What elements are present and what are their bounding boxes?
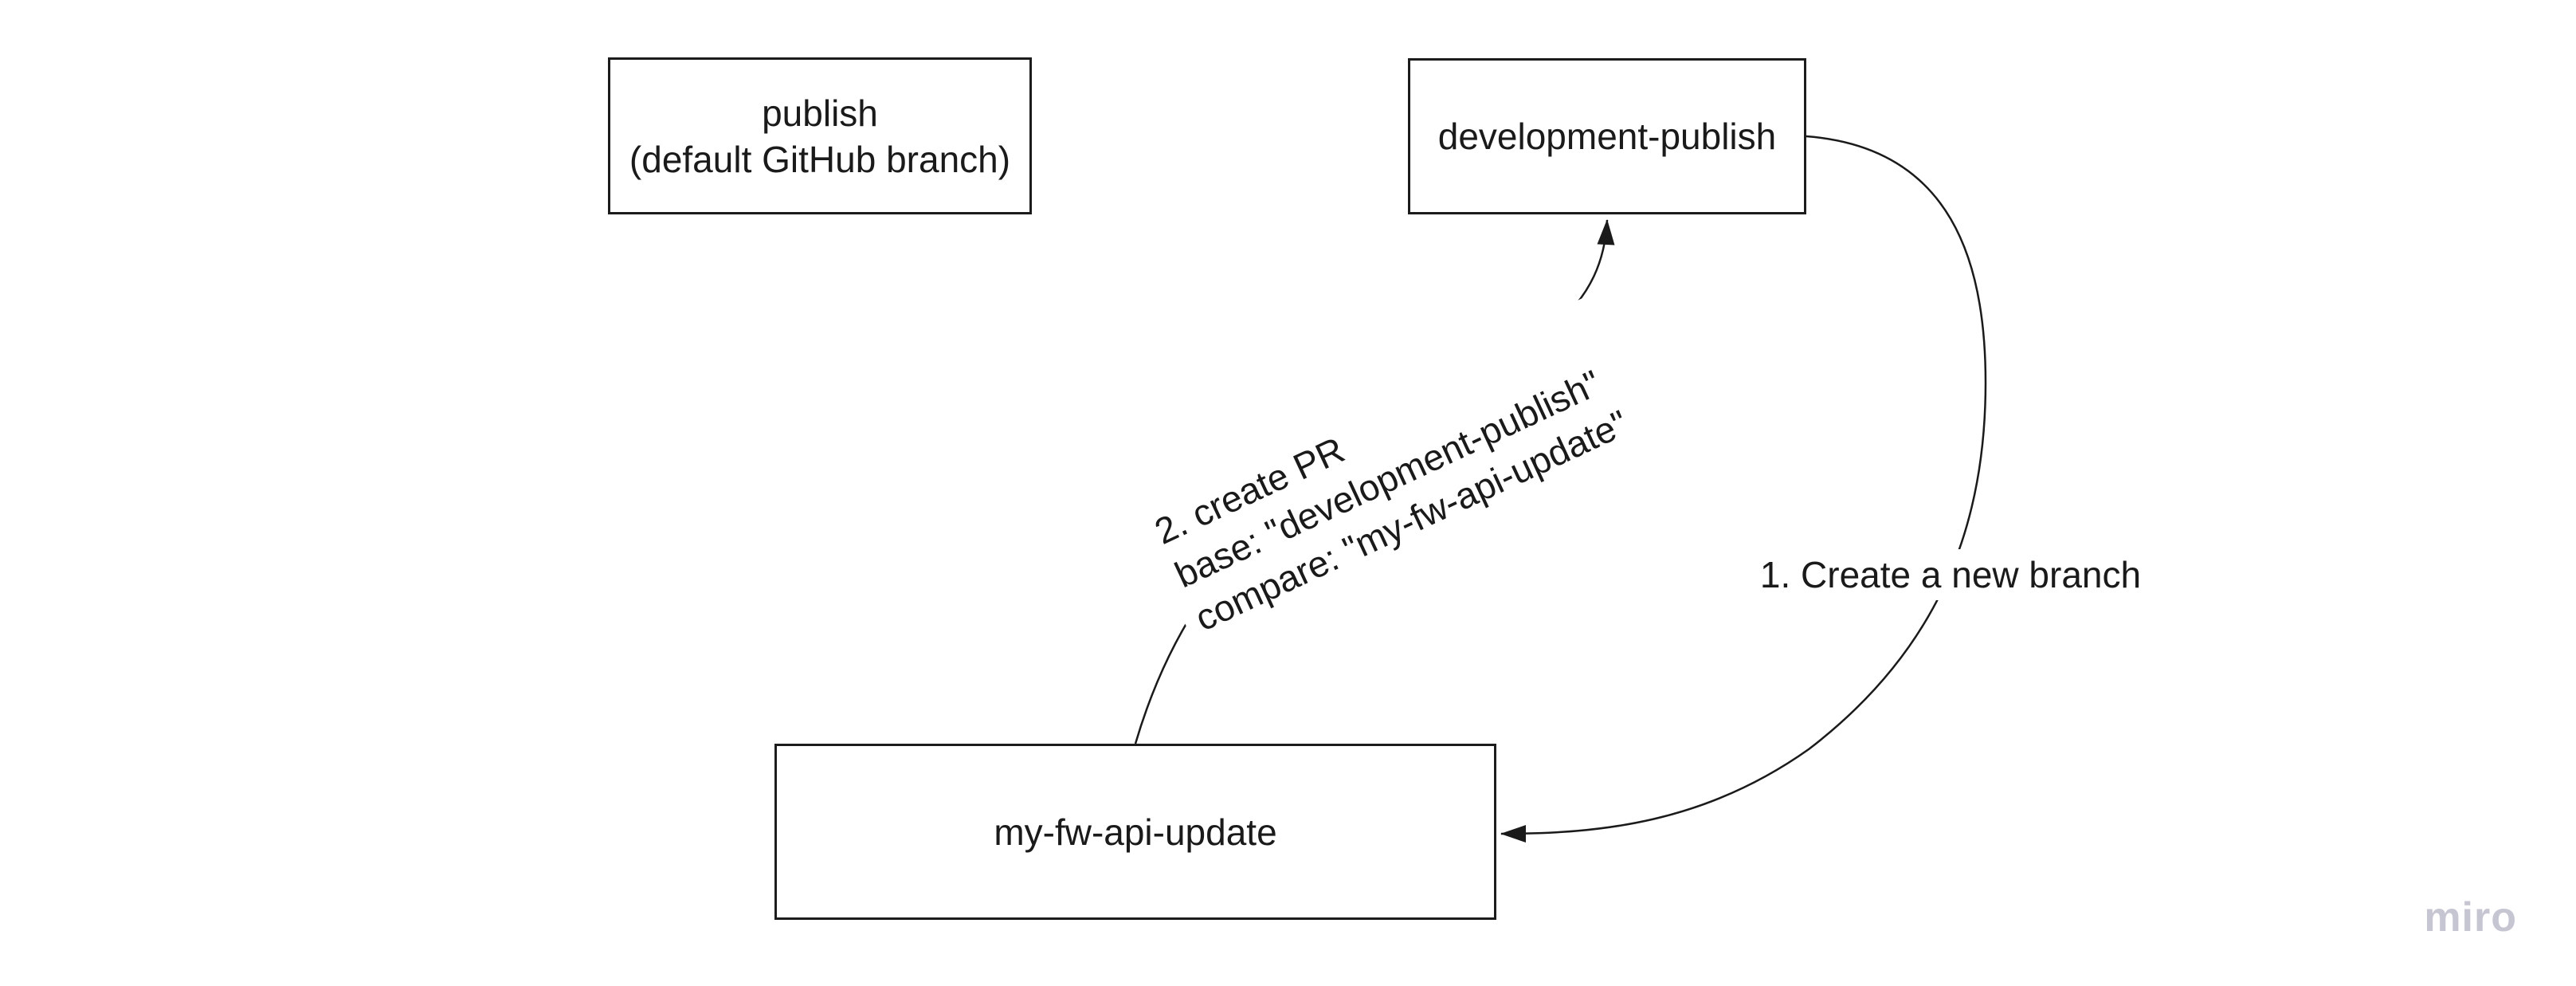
- create-branch-label-text: 1. Create a new branch: [1759, 554, 2142, 595]
- publish-shape-label: publish (default GitHub branch): [629, 90, 1010, 183]
- shape-my-fw-api-update-branch[interactable]: my-fw-api-update: [774, 744, 1496, 920]
- connector-create-branch-curve[interactable]: [1500, 135, 1987, 843]
- development-publish-shape-label: development-publish: [1437, 116, 1777, 157]
- miro-watermark-logo: miro: [2424, 894, 2517, 941]
- shape-development-publish-branch[interactable]: development-publish: [1408, 58, 1806, 214]
- shape-publish-branch[interactable]: publish (default GitHub branch): [608, 57, 1032, 214]
- publish-label-line-2: (default GitHub branch): [629, 138, 1011, 180]
- connector-label-create-branch[interactable]: 1. Create a new branch: [1748, 549, 2153, 600]
- publish-label-line-1: publish: [762, 92, 878, 134]
- my-fw-api-update-shape-label: my-fw-api-update: [994, 811, 1277, 853]
